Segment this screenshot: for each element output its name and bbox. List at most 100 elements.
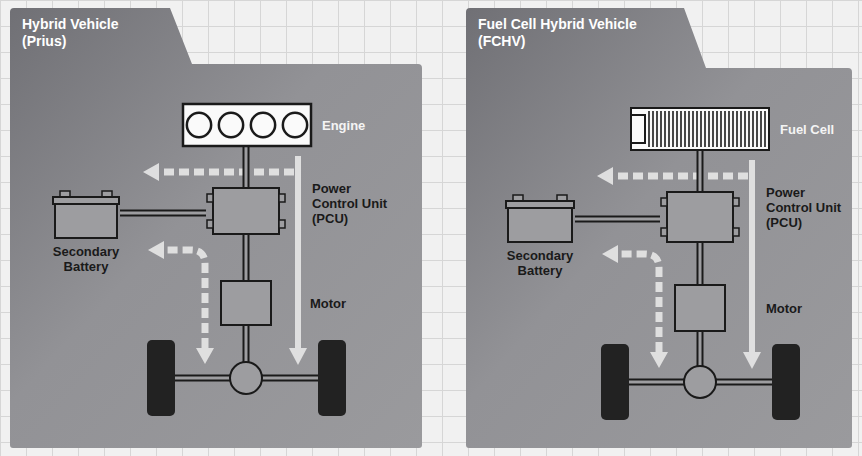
connector-outline bbox=[243, 147, 250, 187]
connector-outline bbox=[243, 235, 250, 280]
battery-box: Secondary Battery bbox=[52, 191, 120, 239]
prius-drivetrain bbox=[143, 156, 346, 416]
engine-symbol bbox=[182, 103, 312, 147]
pcu-terminal bbox=[207, 194, 213, 202]
pcu-terminal bbox=[279, 220, 285, 228]
charge-arrow bbox=[612, 173, 748, 180]
charge-arrow bbox=[158, 169, 294, 176]
pcu-terminal bbox=[661, 198, 667, 206]
connector-core bbox=[575, 218, 660, 221]
flow-arrows bbox=[597, 160, 761, 369]
cell-plate bbox=[672, 111, 674, 147]
arrow-head bbox=[650, 352, 668, 368]
cell-plate bbox=[724, 111, 726, 147]
cylinder bbox=[187, 113, 211, 137]
shaft bbox=[245, 326, 248, 364]
drive-arrow bbox=[295, 156, 301, 350]
cell-plate bbox=[728, 111, 730, 147]
shaft-connector bbox=[700, 151, 701, 191]
end-plate bbox=[631, 115, 645, 143]
connector-core bbox=[699, 243, 702, 284]
connector-outline bbox=[120, 210, 206, 217]
cell-plate bbox=[668, 111, 670, 147]
motor-body bbox=[221, 281, 271, 325]
cell-plate bbox=[696, 111, 698, 147]
cell-plate bbox=[648, 111, 650, 147]
shaft bbox=[243, 326, 250, 364]
arrow-head bbox=[196, 348, 214, 364]
pcu-terminal bbox=[207, 220, 213, 228]
part-label: Power Control Unit (PCU) bbox=[766, 185, 848, 230]
regen-arrow bbox=[163, 250, 205, 348]
connector-core bbox=[120, 212, 206, 215]
cell-plate bbox=[740, 111, 742, 147]
cylinder bbox=[219, 113, 243, 137]
cell-plate bbox=[708, 111, 710, 147]
fuel-cell-stack bbox=[631, 108, 769, 150]
cell-plate bbox=[760, 111, 762, 147]
connector-outline bbox=[697, 243, 704, 284]
battery-case bbox=[508, 208, 572, 242]
motor-box: Motor bbox=[674, 284, 726, 332]
cylinder bbox=[251, 113, 275, 137]
cell-plate bbox=[660, 111, 662, 147]
part-label: Fuel Cell bbox=[780, 122, 850, 137]
drive-arrow bbox=[749, 160, 755, 354]
panel-fill bbox=[10, 8, 422, 448]
flow-arrows bbox=[143, 156, 307, 365]
panel-title: Fuel Cell Hybrid Vehicle (FCHV) bbox=[478, 16, 668, 50]
arrow-head bbox=[148, 241, 164, 259]
cell-plate bbox=[712, 111, 714, 147]
fuelcell-symbol bbox=[630, 107, 770, 151]
cell-plate bbox=[744, 111, 746, 147]
shaft-connector bbox=[700, 243, 701, 284]
cell-plate bbox=[692, 111, 694, 147]
cell-plate bbox=[716, 111, 718, 147]
arrow-head bbox=[289, 348, 307, 365]
panel-title: Hybrid Vehicle (Prius) bbox=[22, 16, 140, 50]
connector-outline bbox=[697, 151, 704, 191]
motor-symbol bbox=[674, 284, 726, 332]
connector-outline bbox=[575, 216, 660, 223]
cell-plate bbox=[736, 111, 738, 147]
battery-lid bbox=[506, 201, 574, 208]
pcu-terminal bbox=[279, 194, 285, 202]
motor-box: Motor bbox=[220, 280, 272, 326]
cell-plate bbox=[756, 111, 758, 147]
pcu-box: Power Control Unit (PCU) bbox=[660, 191, 740, 243]
cell-plate bbox=[652, 111, 654, 147]
motor-symbol bbox=[220, 280, 272, 326]
connector-core bbox=[699, 151, 702, 191]
cell-plate bbox=[688, 111, 690, 147]
engine-box: Engine bbox=[182, 103, 312, 147]
shaft-connector bbox=[120, 213, 206, 214]
differential bbox=[684, 366, 716, 398]
arrow-head bbox=[602, 245, 618, 263]
arrow-head bbox=[143, 163, 159, 181]
battery-lid bbox=[53, 197, 119, 204]
vehicle-panel: Hybrid Vehicle (Prius)EnginePower Contro… bbox=[10, 8, 422, 448]
part-label: Motor bbox=[766, 301, 826, 316]
regen-arrow bbox=[617, 254, 659, 352]
engine-block bbox=[183, 104, 311, 146]
cylinder bbox=[283, 113, 307, 137]
shaft bbox=[697, 330, 704, 368]
connector-core bbox=[245, 147, 248, 187]
part-label: Secondary Battery bbox=[40, 244, 132, 274]
part-label: Engine bbox=[322, 118, 392, 133]
pcu-body bbox=[667, 192, 733, 242]
cell-plate bbox=[764, 111, 766, 147]
battery-symbol bbox=[505, 195, 575, 243]
cell-plate bbox=[720, 111, 722, 147]
pcu-terminal bbox=[733, 228, 739, 236]
cell-plate bbox=[704, 111, 706, 147]
cell-plate bbox=[656, 111, 658, 147]
part-label: Power Control Unit (PCU) bbox=[312, 181, 394, 226]
motor-body bbox=[675, 285, 725, 331]
wheel bbox=[772, 344, 800, 420]
arrow-head bbox=[743, 352, 761, 369]
cell-plate bbox=[748, 111, 750, 147]
battery-symbol bbox=[52, 191, 120, 239]
battery-box: Secondary Battery bbox=[505, 195, 575, 243]
panel-fill bbox=[466, 8, 852, 448]
